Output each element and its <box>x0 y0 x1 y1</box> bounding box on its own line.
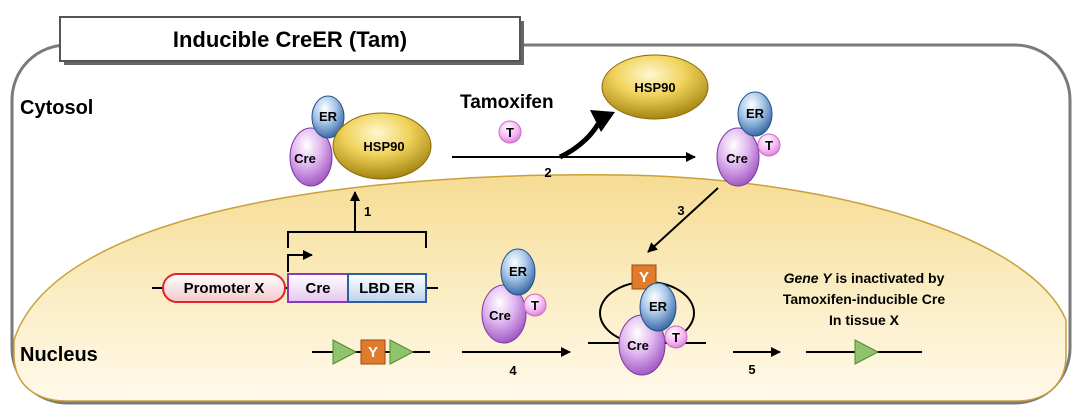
lbd-er-gene-box <box>347 273 427 303</box>
cre-gene-label: Cre <box>305 280 330 297</box>
cre-er-tamoxifen-complex-nucleus: Cre ER T <box>481 248 547 344</box>
diagram-title: Inducible CreER (Tam) <box>173 27 407 52</box>
floxed-gene-y: Y <box>312 339 430 365</box>
loxp-site-right <box>389 339 415 365</box>
result-note-line-2: Tamoxifen-inducible Cre <box>783 291 946 307</box>
loxp-site <box>854 339 880 365</box>
gene-y-box <box>360 339 386 365</box>
cre-label: Cre <box>489 308 511 323</box>
cre-protein <box>289 127 333 187</box>
gene-construct: Promoter X Cre LBD ER <box>152 273 438 303</box>
expression-bracket <box>287 231 427 248</box>
recombination-complex: Y Cre ER T <box>588 264 706 376</box>
step-3-label: 3 <box>677 203 684 218</box>
tamoxifen-molecule <box>757 133 781 157</box>
tamoxifen-molecule <box>523 293 547 317</box>
er-label: ER <box>319 109 338 124</box>
lbd-er-gene-label: LBD ER <box>359 280 415 297</box>
hsp90-protein <box>332 112 432 180</box>
title-box <box>59 16 521 62</box>
gene-y-italic: Gene Y <box>784 270 834 286</box>
er-label: ER <box>649 299 668 314</box>
gene-y-label: Y <box>368 344 378 361</box>
recombined-gene <box>806 339 922 365</box>
cytosol-label: Cytosol <box>20 97 93 119</box>
cre-er-hsp90-complex: Cre ER HSP90 <box>289 95 432 187</box>
step-3-arrow <box>647 187 719 253</box>
tamoxifen-molecule <box>498 120 522 144</box>
tamoxifen-symbol: T <box>765 138 773 153</box>
loxp-site-left <box>332 339 358 365</box>
step-2-label: 2 <box>544 165 551 180</box>
nucleus-label: Nucleus <box>20 344 98 366</box>
gene-y-label: Y <box>639 269 649 286</box>
free-hsp90-protein <box>601 54 709 120</box>
free-hsp90-label: HSP90 <box>634 80 675 95</box>
hsp90-release-arrowhead <box>590 110 615 132</box>
cre-label: Cre <box>627 338 649 353</box>
step-1-label: 1 <box>364 204 371 219</box>
er-protein <box>311 95 345 139</box>
cre-label: Cre <box>726 151 748 166</box>
er-protein <box>737 91 773 137</box>
tamoxifen-symbol: T <box>506 125 514 140</box>
transcription-start-arrow <box>287 250 313 272</box>
promoter-x-label: Promoter X <box>184 280 265 297</box>
step-4-label: 4 <box>509 363 517 378</box>
tamoxifen-symbol: T <box>672 330 680 345</box>
cre-protein <box>716 127 760 187</box>
tamoxifen-symbol: T <box>531 298 539 313</box>
step-5-label: 5 <box>748 362 755 377</box>
er-protein <box>500 248 536 296</box>
er-protein <box>639 282 677 332</box>
hsp90-release-arrow <box>558 122 601 160</box>
nucleus-region <box>13 174 1067 402</box>
er-label: ER <box>746 106 765 121</box>
result-note-line-1: Gene Y is inactivated by <box>784 270 945 286</box>
cre-label: Cre <box>294 151 316 166</box>
promoter-x-box <box>162 273 286 303</box>
er-label: ER <box>509 264 528 279</box>
hsp90-label: HSP90 <box>363 139 404 154</box>
tamoxifen-label: Tamoxifen <box>460 92 554 113</box>
tamoxifen-molecule <box>664 325 688 349</box>
result-note-line-1-rest: is inactivated by <box>832 270 945 286</box>
cre-er-tamoxifen-complex-cytosol: Cre ER T <box>716 91 781 187</box>
result-note-line-3: In tissue X <box>829 312 900 328</box>
